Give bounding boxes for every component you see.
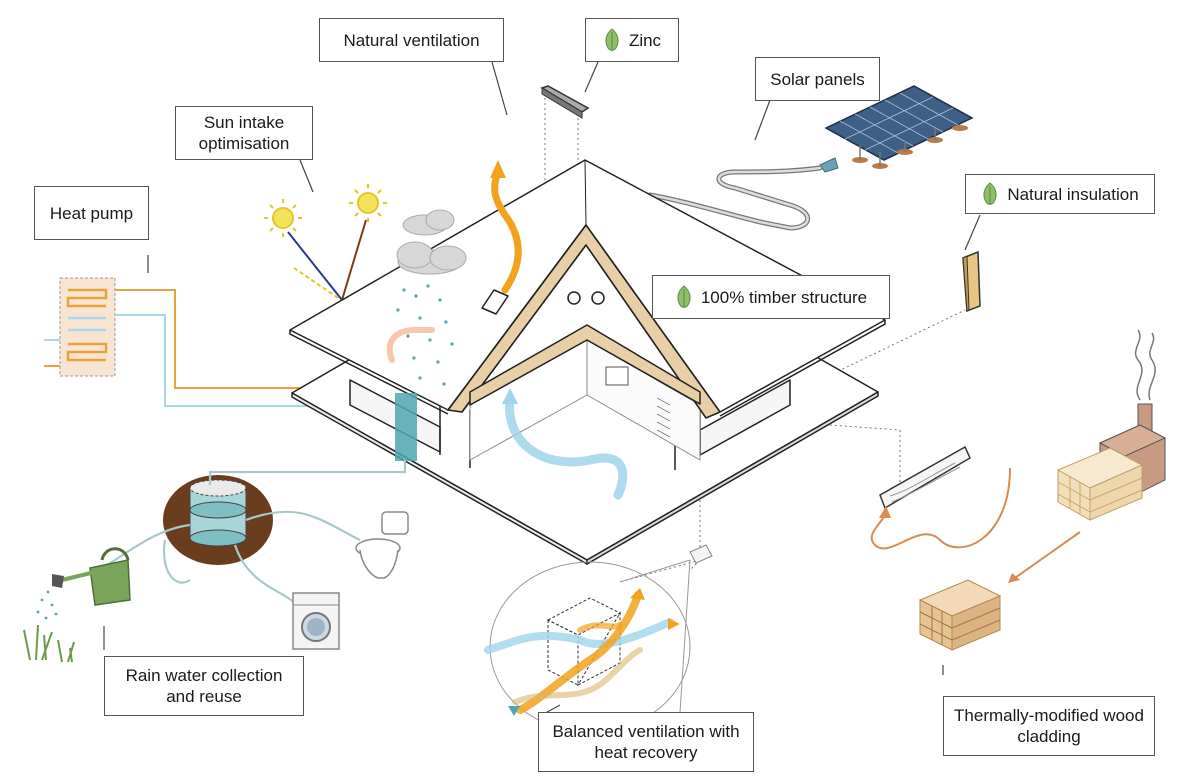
callout-natural-insulation: Natural insulation — [965, 174, 1155, 214]
leaf-icon — [983, 182, 997, 205]
callout-solar-panels: Solar panels — [755, 57, 880, 101]
house — [289, 159, 886, 565]
kiln-arrow — [1011, 531, 1081, 581]
rain-water-tank — [163, 475, 273, 565]
callout-thermally-modified: Thermally-modified wood cladding — [943, 696, 1155, 756]
callout-heat-pump: Heat pump — [34, 186, 149, 240]
washing-machine-icon — [292, 592, 340, 650]
leaf-icon — [605, 28, 619, 51]
wood-stack-modified — [918, 579, 1002, 651]
smoke-icon — [1134, 329, 1156, 401]
rain-drops — [396, 284, 454, 386]
sun-intake-label: Sun intake optimisation — [198, 113, 290, 153]
cladding-board — [879, 445, 971, 510]
natural-ventilation-label: Natural ventilation — [343, 30, 480, 50]
callout-rain-water: Rain water collection and reuse — [104, 656, 304, 716]
sun-rays — [287, 219, 367, 301]
balanced-ventilation-label: Balanced ventilation with heat recovery — [552, 722, 740, 762]
insulation-sample — [962, 250, 981, 313]
heat-pump-pipes — [115, 289, 390, 407]
callout-balanced-ventilation: Balanced ventilation with heat recovery — [538, 712, 754, 772]
cladding-flow-arrow — [870, 467, 1011, 550]
solar-panels — [819, 85, 974, 173]
callout-natural-ventilation: Natural ventilation — [319, 18, 504, 62]
cool-air-arrow — [505, 395, 628, 500]
cloud-icon — [396, 209, 467, 275]
grass-icon — [23, 624, 75, 663]
airflow-arrows — [484, 591, 674, 714]
watering-can — [52, 547, 131, 606]
heat-pump-label: Heat pump — [49, 203, 134, 223]
leaf-icon — [677, 285, 691, 308]
thermally-modified-label: Thermally-modified wood cladding — [954, 706, 1144, 746]
sun-icon — [264, 199, 302, 237]
callout-zinc: Zinc — [585, 18, 679, 62]
natural-insulation-label: Natural insulation — [1007, 184, 1139, 204]
wood-stack-kiln — [1056, 447, 1144, 521]
rain-tank-column — [395, 393, 417, 461]
callout-timber-structure: 100% timber structure — [652, 275, 890, 319]
roof-eaves — [289, 320, 886, 417]
warm-hand-arrow — [386, 327, 435, 363]
dotted-guides — [544, 98, 966, 583]
toilet-icon — [355, 511, 409, 579]
solar-panels-label: Solar panels — [770, 69, 865, 89]
sun-icon — [349, 184, 387, 222]
zinc-label: Zinc — [628, 30, 662, 50]
heat-pump — [44, 277, 116, 377]
timber-structure-label: 100% timber structure — [700, 287, 868, 307]
callout-sun-intake: Sun intake optimisation — [175, 106, 313, 160]
water-spray — [36, 590, 58, 620]
rain-water-label: Rain water collection and reuse — [125, 666, 283, 706]
warm-air-arrow — [491, 171, 522, 294]
